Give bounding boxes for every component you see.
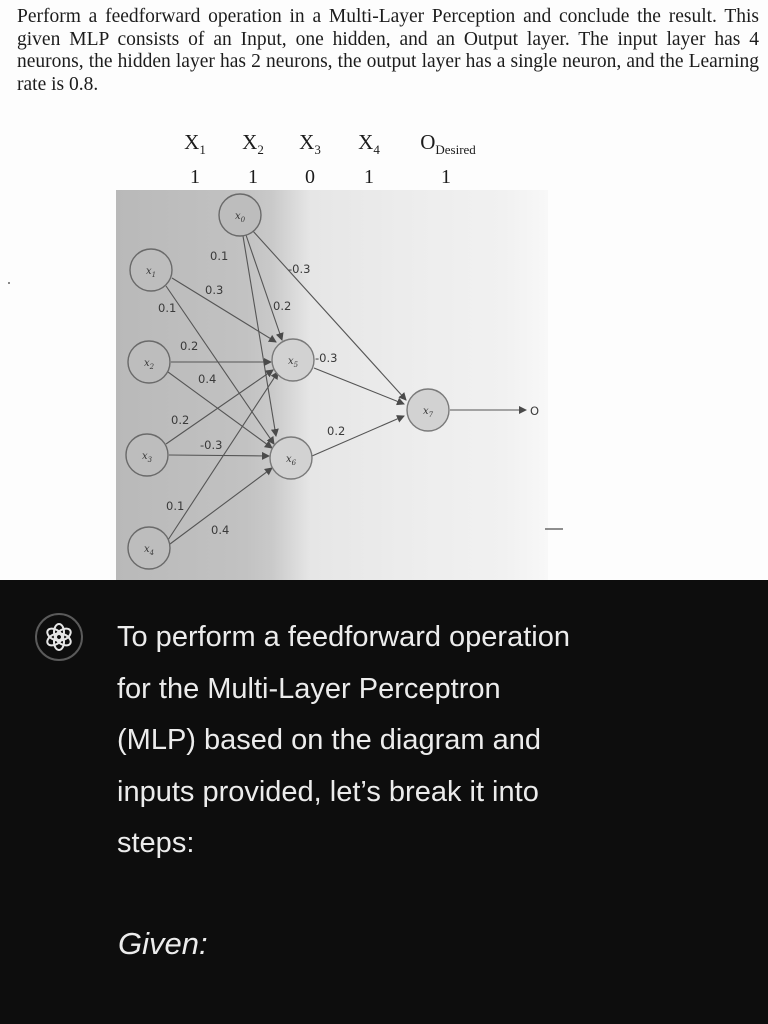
input-x4: X4 1 — [352, 128, 386, 190]
weight-x0-x7: -0.3 — [288, 262, 310, 276]
node-x6 — [269, 436, 313, 480]
edge-x0-x7 — [251, 229, 407, 401]
weight-x3-x5: 0.2 — [171, 413, 189, 427]
node-x7 — [406, 388, 450, 432]
weight-x5-x7: -0.3 — [315, 351, 337, 365]
scan-artifact — [8, 282, 10, 284]
assistant-message: To perform a feedforward operation for t… — [117, 612, 737, 870]
node-x3 — [125, 433, 169, 477]
input-x2: X2 1 — [236, 128, 270, 190]
weight-x1-x6: 0.1 — [158, 301, 176, 315]
message-line: (MLP) based on the diagram and — [117, 724, 541, 756]
weight-x1-x5: 0.3 — [205, 283, 223, 297]
node-x4 — [127, 526, 171, 570]
weight-x0-x6: 0.1 — [210, 249, 228, 263]
weight-x2-x6: 0.4 — [198, 372, 216, 386]
input-x2-value: 1 — [248, 166, 258, 188]
weight-x4-x5: 0.1 — [166, 499, 184, 513]
svg-text:x4: x4 — [144, 544, 154, 557]
input-values-table: X1 1 X2 1 X3 0 X4 1 ODesired 1 — [0, 128, 768, 192]
question-screenshot: Perform a feedforward operation in a Mul… — [0, 6, 768, 580]
svg-text:x1: x1 — [146, 266, 156, 279]
desired-output-value: 1 — [441, 166, 451, 188]
svg-text:x3: x3 — [142, 451, 153, 464]
message-line: inputs provided, let’s break it into — [117, 775, 539, 808]
node-x0 — [218, 193, 262, 237]
edge-x3-x5 — [165, 369, 274, 445]
svg-text:x6: x6 — [286, 454, 297, 467]
node-x5 — [271, 338, 315, 382]
edge-x1-x5 — [171, 277, 277, 343]
weight-x6-x7: 0.2 — [327, 424, 345, 438]
desired-output: ODesired 1 — [408, 128, 488, 190]
svg-text:x7: x7 — [423, 406, 434, 419]
edge-x4-x5 — [167, 371, 279, 541]
output-label: O — [530, 404, 539, 418]
svg-text:x5: x5 — [288, 356, 299, 369]
scan-artifact — [545, 528, 563, 530]
svg-text:x2: x2 — [144, 358, 155, 371]
input-x3-value: 0 — [305, 166, 315, 188]
weight-x4-x6: 0.4 — [211, 523, 229, 537]
message-line: To perform a feedforward operation — [117, 621, 570, 653]
message-line: steps: — [117, 827, 195, 859]
input-x1-value: 1 — [190, 166, 200, 188]
mlp-diagram: x0 x1 x2 x3 x4 x5 x6 x7 O 0.1 -0.3 0.3 0… — [116, 190, 548, 580]
edge-x2-x6 — [167, 371, 273, 449]
input-x3: X3 0 — [293, 128, 327, 190]
edge-x3-x6 — [168, 451, 270, 460]
edge-x5-x7 — [313, 367, 405, 406]
node-x2 — [127, 340, 171, 384]
weight-x2-x5: 0.2 — [180, 339, 198, 353]
problem-text: Perform a feedforward operation in a Mul… — [17, 6, 759, 95]
input-x4-value: 1 — [364, 166, 374, 188]
edge-x6-x7 — [311, 415, 405, 457]
given-heading: Given: — [118, 926, 208, 961]
openai-logo-icon — [35, 613, 83, 661]
edge-x0-x5 — [245, 234, 284, 341]
weight-x3-x6: -0.3 — [200, 438, 222, 452]
input-x1: X1 1 — [178, 128, 212, 190]
message-line: for the Multi-Layer Perceptron — [117, 672, 501, 705]
svg-text:x0: x0 — [235, 211, 246, 224]
weight-x0-x5: 0.2 — [273, 299, 291, 313]
edge-x1-x6 — [165, 285, 275, 445]
assistant-response-panel — [0, 580, 768, 1024]
node-x1 — [129, 248, 173, 292]
problem-statement: Perform a feedforward operation in a Mul… — [17, 6, 759, 96]
edge-x4-x6 — [169, 467, 273, 545]
edge-x0-x6 — [242, 235, 279, 437]
